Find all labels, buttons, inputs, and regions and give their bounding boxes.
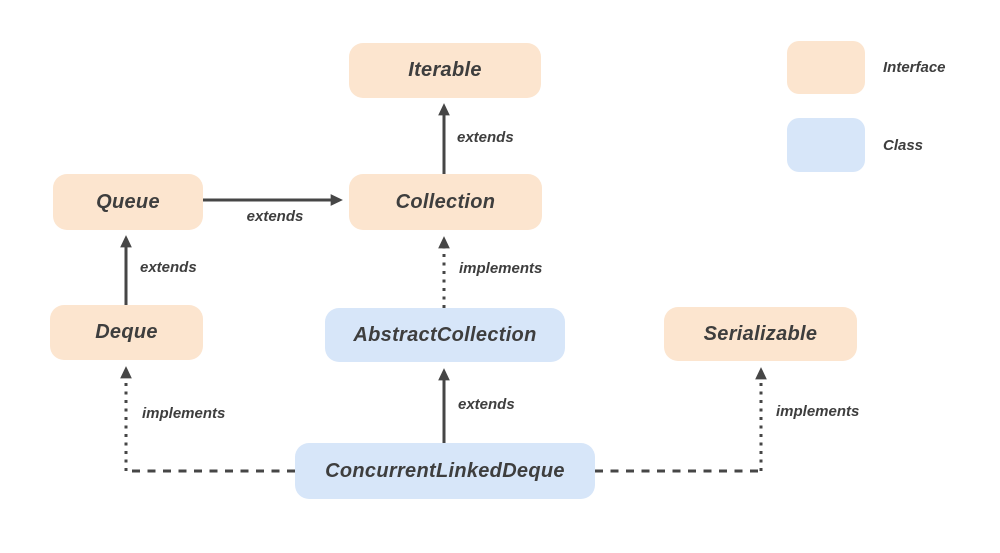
node-iterable: Iterable: [349, 43, 541, 98]
edge-label-cld-extends-abstractcollection: extends: [458, 396, 515, 413]
node-serializable: Serializable: [664, 307, 857, 361]
edge-label-cld-implements-serializable: implements: [776, 403, 860, 420]
node-deque: Deque: [50, 305, 203, 360]
legend-class-swatch: [787, 118, 865, 172]
edge-label-cld-implements-deque: implements: [142, 405, 226, 422]
edge-label-abstractcollection-implements-collection: implements: [459, 260, 543, 277]
node-abstract-collection: AbstractCollection: [325, 308, 565, 362]
legend-class-label: Class: [883, 137, 924, 154]
legend-interface-swatch: [787, 41, 865, 94]
node-queue: Queue: [53, 174, 203, 230]
edge-label-collection-extends-iterable: extends: [457, 129, 514, 146]
legend-interface-label: Interface: [883, 59, 946, 76]
node-collection: Collection: [349, 174, 542, 230]
node-concurrent-linked-deque: ConcurrentLinkedDeque: [295, 443, 595, 499]
edge-label-queue-extends-collection: extends: [246, 208, 304, 225]
edge-label-deque-extends-queue: extends: [140, 259, 197, 276]
